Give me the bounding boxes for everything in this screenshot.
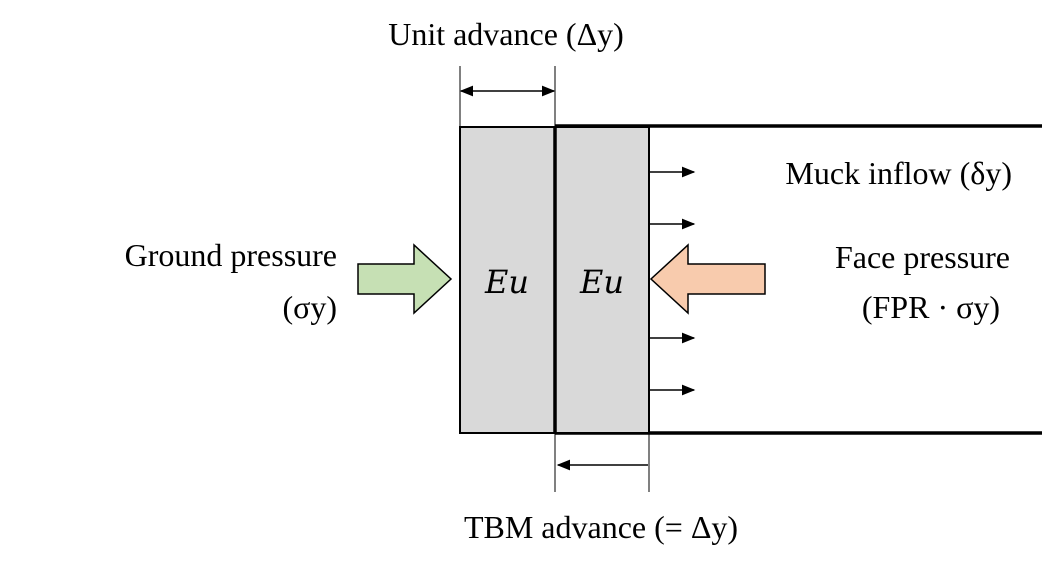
face-pressure-label: Face pressure bbox=[835, 239, 1010, 275]
element-label-left: Eu bbox=[484, 263, 529, 301]
tbm-advance-label: TBM advance (= Δy) bbox=[464, 509, 738, 545]
ground-pressure-arrow bbox=[357, 243, 453, 315]
unit-advance-label: Unit advance (Δy) bbox=[388, 16, 624, 52]
muck-inflow-label: Muck inflow (δy) bbox=[785, 155, 1012, 191]
face-pressure-arrow bbox=[649, 243, 766, 315]
face-pressure-symbol: (FPR · σy) bbox=[862, 289, 1000, 325]
element-label-right: Eu bbox=[579, 263, 624, 301]
ground-pressure-symbol: (σy) bbox=[282, 289, 337, 325]
soil-element-left bbox=[459, 126, 556, 434]
soil-element-right bbox=[554, 126, 650, 434]
ground-pressure-label: Ground pressure bbox=[125, 237, 337, 273]
